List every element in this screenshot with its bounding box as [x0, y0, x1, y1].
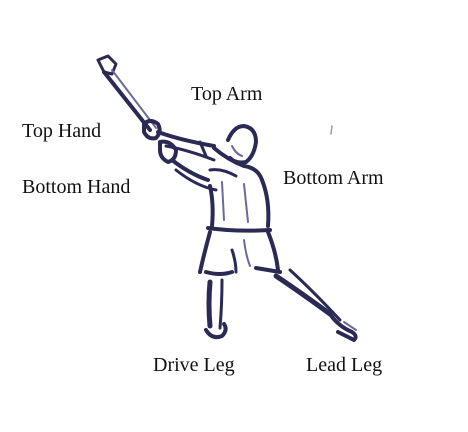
label-lead-leg: Lead Leg [306, 354, 383, 376]
lead-leg [273, 268, 358, 342]
bat [96, 54, 157, 132]
label-drive-leg: Drive Leg [153, 354, 235, 376]
label-bottom-hand: Bottom Hand [22, 176, 131, 198]
torso [206, 146, 272, 233]
bottom-arm [170, 158, 238, 192]
drive-leg [204, 278, 228, 340]
head [226, 124, 258, 165]
label-top-hand: Top Hand [22, 120, 102, 142]
label-top-arm: Top Arm [191, 83, 263, 105]
shorts [198, 230, 282, 276]
stray-mark [330, 125, 333, 135]
label-bottom-arm: Bottom Arm [283, 167, 384, 189]
top-arm [156, 130, 216, 162]
